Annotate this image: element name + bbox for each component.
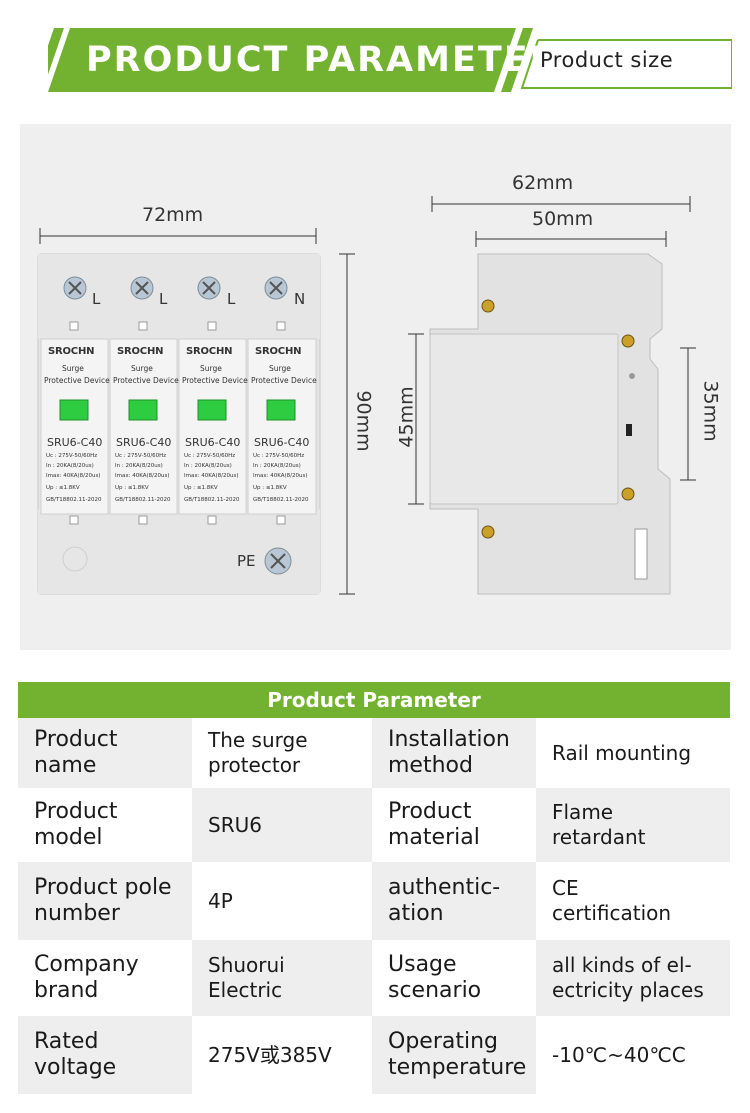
param-label: Company brand <box>18 940 192 1016</box>
param-label: Rated voltage <box>18 1016 192 1094</box>
module-spec-uc: Uc : 275V-50/60Hz <box>253 453 305 459</box>
module-line2: Protective Device <box>251 376 317 385</box>
module-spec-std: GB/T18802.11-2020 <box>46 497 102 503</box>
module-spec-imax: Imax: 40KA(8/20us) <box>46 473 101 479</box>
front-width-label: 72mm <box>142 204 204 226</box>
module-model: SRU6-C40 <box>185 436 241 449</box>
module-spec-up: Up : ≤1.8KV <box>46 485 80 491</box>
terminal-label-3: L <box>227 290 236 308</box>
product-drawing: 72mm 90mm L L L N PE SROCHN Surge Protec… <box>20 124 731 650</box>
module-spec-std: GB/T18802.11-2020 <box>115 497 171 503</box>
param-value: 275V或385V <box>192 1016 372 1094</box>
table-row: Product pole number 4P authentic- ation … <box>18 862 730 940</box>
module-line2: Protective Device <box>182 376 248 385</box>
param-value: -10℃~40℃C <box>536 1016 730 1094</box>
param-value: all kinds of el- ectricity places <box>536 940 730 1016</box>
module-line2: Protective Device <box>44 376 110 385</box>
module-spec-uc: Uc : 275V-50/60Hz <box>184 453 236 459</box>
module-spec-uc: Uc : 275V-50/60Hz <box>115 453 167 459</box>
module-spec-up: Up : ≤1.8KV <box>184 485 218 491</box>
terminal-label-1: L <box>92 290 101 308</box>
param-label: Product model <box>18 788 192 862</box>
module-spec-imax: Imax: 40KA(8/20us) <box>253 473 308 479</box>
banner-subtitle: Product size <box>540 48 674 72</box>
module-brand: SROCHN <box>117 346 164 357</box>
module-spec-uc: Uc : 275V-50/60Hz <box>46 453 98 459</box>
table-header: Product Parameter <box>18 682 730 718</box>
param-label: Product pole number <box>18 862 192 940</box>
module-line2: Protective Device <box>113 376 179 385</box>
device-illustration <box>37 196 696 595</box>
terminal-label-2: L <box>159 290 168 308</box>
module-spec-std: GB/T18802.11-2020 <box>184 497 240 503</box>
side-inner-label: 50mm <box>532 208 594 230</box>
table-row: Rated voltage 275V或385V Operating temper… <box>18 1016 730 1094</box>
param-label: authentic- ation <box>372 862 536 940</box>
module-line1: Surge <box>131 364 153 373</box>
param-value: CE certification <box>536 862 730 940</box>
module-spec-up: Up : ≤1.8KV <box>253 485 287 491</box>
module-spec-imax: Imax: 40KA(8/20us) <box>184 473 239 479</box>
banner-title: PRODUCT PARAMETER <box>86 40 559 80</box>
module-model: SRU6-C40 <box>116 436 172 449</box>
side-height-label: 45mm <box>395 386 418 448</box>
module-spec-in: In : 20KA(8/20us) <box>115 463 163 469</box>
param-label: Product name <box>18 718 192 788</box>
module-line1: Surge <box>200 364 222 373</box>
terminal-label-4: N <box>294 290 306 308</box>
param-label: Installation method <box>372 718 536 788</box>
param-value: SRU6 <box>192 788 372 862</box>
module-line1: Surge <box>62 364 84 373</box>
module-spec-imax: Imax: 40KA(8/20us) <box>115 473 170 479</box>
module-brand: SROCHN <box>48 346 95 357</box>
module-model: SRU6-C40 <box>47 436 103 449</box>
module-spec-up: Up : ≤1.8KV <box>115 485 149 491</box>
param-label: Product material <box>372 788 536 862</box>
param-value: 4P <box>192 862 372 940</box>
param-value: Rail mounting <box>536 718 730 788</box>
front-height-label: 90mm <box>352 390 375 452</box>
param-value: Flame retardant <box>536 788 730 862</box>
side-overall-label: 62mm <box>512 172 574 194</box>
module-spec-std: GB/T18802.11-2020 <box>253 497 309 503</box>
header-banner: PRODUCT PARAMETER Product size <box>48 28 732 92</box>
module-line1: Surge <box>269 364 291 373</box>
table-row: Product name The surge protector Install… <box>18 718 730 788</box>
param-value: The surge protector <box>192 718 372 788</box>
rail-width-label: 35mm <box>699 380 722 442</box>
table-row: Company brand Shuorui Electric Usage sce… <box>18 940 730 1016</box>
param-label: Operating temperature <box>372 1016 536 1094</box>
param-value: Shuorui Electric <box>192 940 372 1016</box>
banner-shape <box>48 28 732 92</box>
terminal-label-pe: PE <box>237 552 256 570</box>
module-brand: SROCHN <box>255 346 302 357</box>
module-spec-in: In : 20KA(8/20us) <box>253 463 301 469</box>
table-row: Product model SRU6 Product material Flam… <box>18 788 730 862</box>
module-model: SRU6-C40 <box>254 436 310 449</box>
module-brand: SROCHN <box>186 346 233 357</box>
module-spec-in: In : 20KA(8/20us) <box>184 463 232 469</box>
module-spec-in: In : 20KA(8/20us) <box>46 463 94 469</box>
param-label: Usage scenario <box>372 940 536 1016</box>
